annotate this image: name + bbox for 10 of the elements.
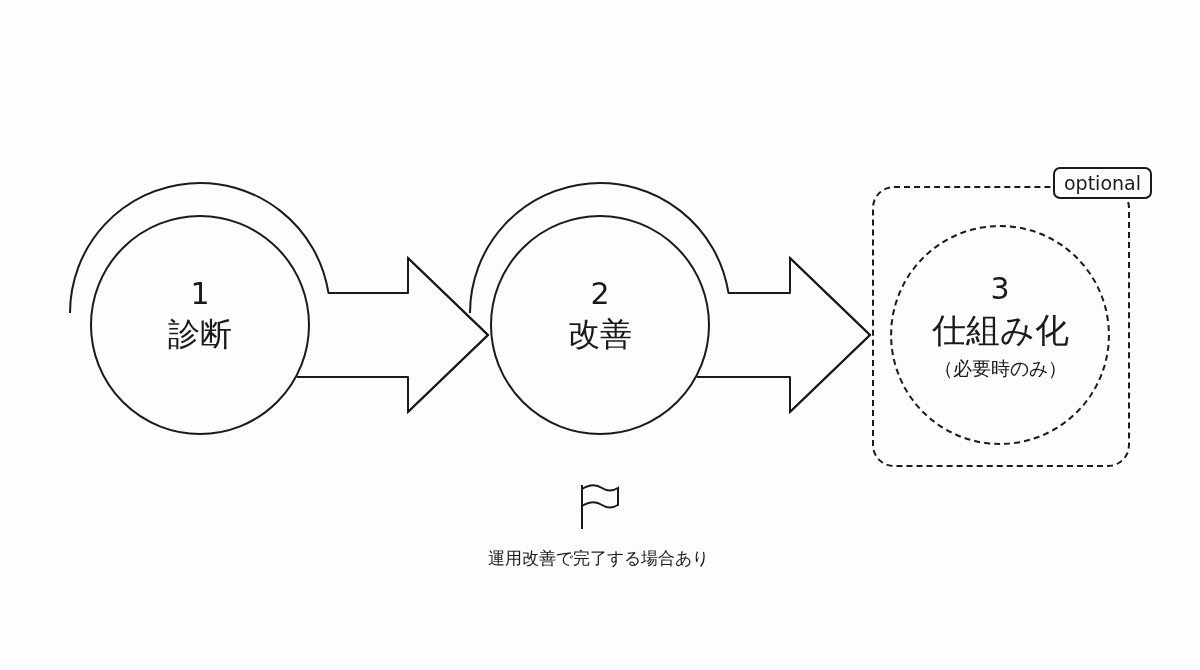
step-title: 診断 (168, 313, 232, 355)
step-number: 1 (190, 275, 210, 312)
dashed-step-circle (890, 225, 1110, 445)
step-note: （必要時のみ） (933, 355, 1067, 381)
step-title: 仕組み化 (931, 308, 1069, 352)
optional-tag: optional (1053, 167, 1152, 199)
step-number: 2 (590, 275, 610, 312)
step-number: 3 (990, 270, 1010, 307)
step-title: 改善 (568, 313, 632, 355)
note-text: 運用改善で完了する場合あり (487, 547, 709, 570)
